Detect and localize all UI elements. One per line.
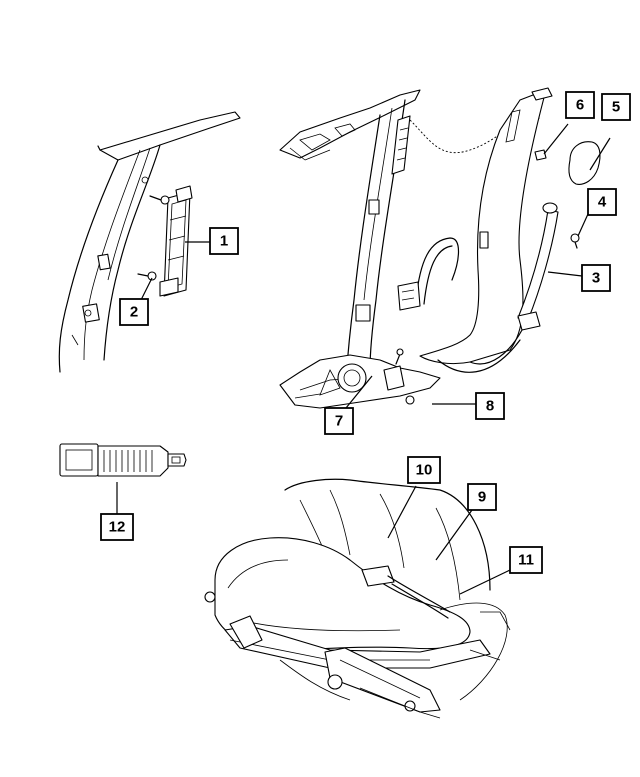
- callout-6: 6: [565, 91, 595, 119]
- callout-11: 11: [509, 546, 543, 574]
- pillar-height-adjuster-illustration: [58, 111, 241, 373]
- buckle-illustration: [59, 443, 187, 477]
- seat-assembly-illustration: [204, 478, 511, 719]
- callout-2: 2: [119, 298, 149, 326]
- callout-5: 5: [601, 93, 631, 121]
- retractor-assembly-illustration: [279, 87, 601, 409]
- callout-7-label: 7: [335, 413, 343, 430]
- callout-9: 9: [467, 483, 497, 511]
- callout-5-label: 5: [612, 99, 620, 116]
- callout-8: 8: [475, 392, 505, 420]
- leader-lines: [116, 123, 611, 595]
- callout-6-label: 6: [576, 97, 584, 114]
- callout-1: 1: [209, 227, 239, 255]
- callout-3: 3: [581, 264, 611, 292]
- callout-12-label: 12: [109, 519, 126, 536]
- callout-12: 12: [100, 513, 134, 541]
- callout-2-label: 2: [130, 304, 138, 321]
- callout-4-label: 4: [598, 194, 607, 211]
- callout-10: 10: [407, 456, 441, 484]
- callout-1-label: 1: [220, 233, 228, 250]
- callout-4: 4: [587, 188, 617, 216]
- callout-10-label: 10: [416, 462, 433, 479]
- callout-8-label: 8: [486, 398, 494, 415]
- callout-3-label: 3: [592, 270, 600, 287]
- callout-9-label: 9: [478, 489, 486, 506]
- callout-7: 7: [324, 407, 354, 435]
- callout-11-label: 11: [518, 552, 534, 569]
